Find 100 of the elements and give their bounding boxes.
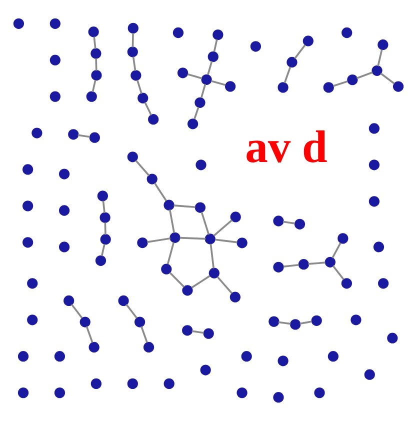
node-circle: [368, 196, 380, 207]
connector: [187, 73, 202, 80]
connector: [191, 275, 210, 288]
node-circle: [323, 82, 334, 93]
node-circle: [146, 174, 158, 184]
node-circle: [182, 285, 193, 296]
node-circle: [22, 200, 34, 212]
node-circle: [224, 81, 236, 92]
connector: [95, 58, 98, 71]
node-circle: [100, 234, 111, 245]
connector: [180, 236, 206, 240]
connector: [132, 56, 136, 71]
node-circle: [230, 212, 241, 222]
connector: [216, 276, 232, 294]
connector: [332, 265, 344, 280]
node-circle: [18, 351, 29, 362]
node-circle: [278, 82, 288, 93]
connector: [140, 326, 148, 343]
node-circle: [128, 22, 138, 34]
node-circle: [68, 129, 79, 140]
node-circle: [97, 190, 108, 202]
node-circle: [273, 262, 284, 272]
node-circle: [90, 48, 102, 59]
node-circle: [273, 392, 284, 403]
connector: [86, 326, 94, 343]
node-circle: [50, 54, 60, 66]
node-circle: [347, 74, 358, 86]
node-circle: [54, 351, 66, 362]
node-circle: [364, 369, 375, 380]
node-circle: [290, 319, 301, 330]
node-circle: [203, 328, 214, 339]
node-circle: [13, 18, 24, 29]
node-circle: [373, 242, 384, 252]
connector: [207, 60, 213, 76]
node-circle: [100, 212, 110, 223]
connector: [93, 36, 96, 49]
node-circle: [201, 74, 212, 85]
node-circle: [177, 68, 188, 78]
connector: [380, 72, 395, 84]
connector: [308, 262, 326, 265]
node-circle: [22, 164, 34, 175]
node-circle: [298, 259, 309, 270]
node-circle: [212, 29, 224, 40]
node-circle: [368, 160, 380, 170]
connector: [102, 200, 106, 214]
node-circle: [170, 232, 180, 243]
node-circle: [368, 123, 380, 134]
node-circle: [91, 70, 102, 81]
node-circle: [18, 388, 29, 398]
node-circle: [89, 132, 100, 143]
connector: [284, 66, 292, 84]
connector: [70, 304, 83, 319]
node-circle: [236, 388, 248, 398]
node-circle: [88, 342, 100, 353]
node-circle: [286, 56, 298, 68]
node-circle: [350, 314, 362, 326]
node-circle: [164, 200, 174, 210]
node-circle: [143, 342, 154, 353]
node-circle: [378, 39, 388, 50]
connector: [100, 244, 106, 256]
node-circle: [200, 364, 211, 376]
node-circle: [64, 295, 74, 306]
connector: [104, 222, 106, 235]
connector: [200, 84, 206, 98]
node-circle: [324, 256, 336, 268]
connector: [136, 80, 142, 94]
node-circle: [294, 218, 306, 230]
node-circle: [268, 316, 280, 327]
node-circle: [278, 356, 288, 366]
node-circle: [86, 91, 97, 102]
node-circle: [182, 325, 193, 336]
node-circle: [54, 388, 66, 398]
connector: [215, 238, 238, 244]
connector: [194, 106, 200, 120]
connector: [154, 182, 167, 202]
node-circle: [161, 264, 172, 274]
node-circle: [208, 268, 220, 278]
node-circle: [230, 292, 240, 302]
node-circle: [127, 378, 138, 389]
node-circle: [172, 27, 184, 38]
connector: [210, 80, 226, 86]
node-circle: [302, 36, 314, 46]
connector: [332, 242, 342, 258]
label: av d: [245, 120, 328, 172]
connector: [169, 272, 185, 288]
node-circle: [90, 378, 102, 389]
node-circle: [137, 237, 148, 248]
connector: [135, 160, 150, 176]
node-circle: [273, 216, 284, 226]
connector: [278, 321, 291, 325]
node-circle: [27, 278, 38, 289]
node-circle: [194, 97, 206, 108]
node-circle: [22, 237, 34, 248]
node-circle: [341, 278, 352, 289]
node-circle: [236, 238, 248, 248]
node-circle: [392, 81, 404, 92]
node-circle: [188, 118, 198, 130]
node-circle: [204, 234, 216, 244]
connector: [92, 80, 96, 92]
node-circle: [118, 295, 129, 306]
